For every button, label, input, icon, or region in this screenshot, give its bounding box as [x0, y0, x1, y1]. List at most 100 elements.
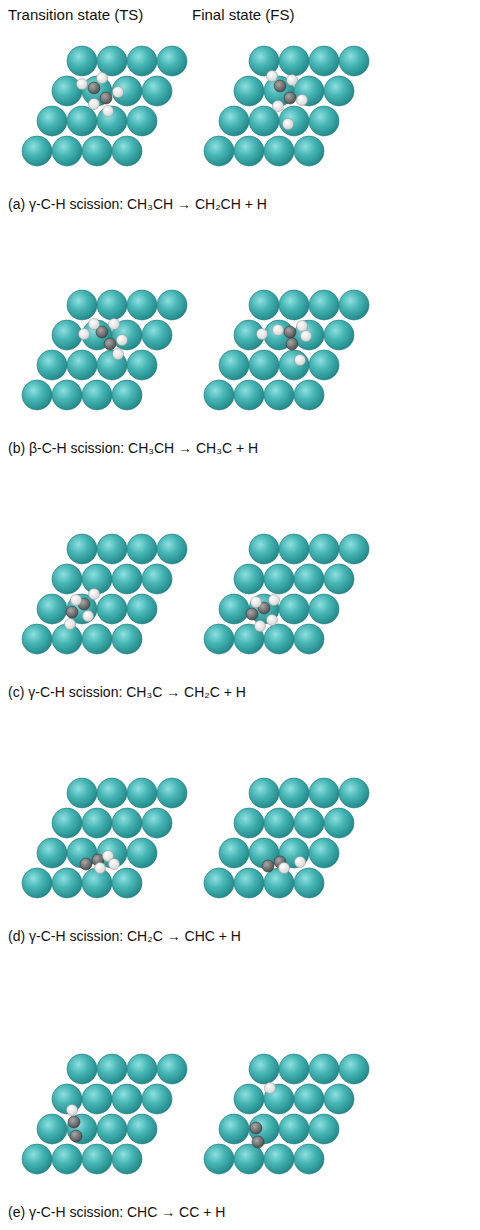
hydrogen-atom [95, 863, 106, 874]
panel-caption: (b) β-C-H scission: CH₃CH → CH₃C + H [8, 440, 258, 456]
metal-atom [219, 350, 249, 380]
metal-atom [142, 808, 172, 838]
transition-state-model [22, 46, 187, 166]
metal-atom [219, 1114, 249, 1144]
metal-atom [127, 778, 157, 808]
metal-atom [339, 534, 369, 564]
hydrogen-atom [273, 101, 284, 112]
metal-atom [112, 136, 142, 166]
metal-atom [309, 1114, 339, 1144]
metal-atom [97, 290, 127, 320]
metal-atom [279, 46, 309, 76]
metal-atom [279, 290, 309, 320]
metal-atom [157, 290, 187, 320]
metal-atom [279, 534, 309, 564]
metal-atom [97, 1114, 127, 1144]
metal-atom [294, 1084, 324, 1114]
hydrogen-atom [283, 119, 294, 130]
carbon-atom [284, 326, 296, 338]
metal-atom [234, 564, 264, 594]
transition-state-model [22, 1054, 187, 1174]
metal-atom [294, 136, 324, 166]
metal-atom [157, 1054, 187, 1084]
hydrogen-atom [273, 325, 284, 336]
metal-atom [82, 808, 112, 838]
column-heading: Transition state (TS) [8, 6, 143, 23]
metal-atom [112, 808, 142, 838]
metal-atom [249, 290, 279, 320]
hydrogen-atom [297, 321, 308, 332]
hydrogen-atom [295, 355, 306, 366]
hydrogen-atom [265, 1083, 276, 1094]
metal-atom [112, 868, 142, 898]
hydrogen-atom [255, 621, 266, 632]
metal-atom [82, 1084, 112, 1114]
metal-atom [279, 778, 309, 808]
metal-atom [279, 350, 309, 380]
hydrogen-atom [79, 329, 90, 340]
metal-atom [294, 564, 324, 594]
metal-atom [234, 76, 264, 106]
metal-atom [339, 46, 369, 76]
carbon-atom [250, 1122, 262, 1134]
hydrogen-atom [103, 106, 114, 117]
metal-atom [234, 136, 264, 166]
hydrogen-atom [71, 595, 82, 606]
metal-atom [127, 838, 157, 868]
hydrogen-atom [109, 319, 120, 330]
metal-atom [97, 46, 127, 76]
metal-atom [97, 778, 127, 808]
hydrogen-atom [267, 615, 278, 626]
metal-atom [52, 380, 82, 410]
metal-atom [52, 868, 82, 898]
metal-atom [112, 76, 142, 106]
metal-atom [204, 868, 234, 898]
metal-atom [67, 534, 97, 564]
metal-atom [264, 380, 294, 410]
final-state-model [204, 290, 369, 410]
carbon-atom [262, 860, 274, 872]
metal-atom [264, 1144, 294, 1174]
hydrogen-atom [279, 863, 290, 874]
metal-atom [264, 868, 294, 898]
metal-atom [264, 808, 294, 838]
carbon-atom [246, 608, 258, 620]
hydrogen-atom [287, 75, 298, 86]
hydrogen-atom [89, 99, 100, 110]
metal-atom [82, 380, 112, 410]
metal-atom [97, 534, 127, 564]
metal-atom [82, 1144, 112, 1174]
panel-caption: (d) γ-C-H scission: CH₂C → CHC + H [8, 928, 241, 944]
metal-atom [67, 46, 97, 76]
hydrogen-atom [89, 319, 100, 330]
metal-atom [67, 1114, 97, 1144]
metal-atom [324, 564, 354, 594]
metal-atom [264, 564, 294, 594]
metal-atom [22, 868, 52, 898]
carbon-atom [66, 606, 78, 618]
metal-atom [324, 320, 354, 350]
metal-atom [264, 136, 294, 166]
final-state-model [204, 534, 369, 654]
metal-atom [309, 350, 339, 380]
metal-atom [339, 778, 369, 808]
metal-atom [339, 290, 369, 320]
metal-atom [294, 808, 324, 838]
metal-atom [157, 46, 187, 76]
carbon-atom [274, 80, 286, 92]
metal-atom [52, 808, 82, 838]
metal-atom [309, 1054, 339, 1084]
carbon-atom [68, 1116, 80, 1128]
metal-atom [67, 350, 97, 380]
column-heading: Final state (FS) [192, 6, 295, 23]
metal-atom [234, 868, 264, 898]
carbon-atom [100, 92, 112, 104]
metal-atom [234, 1144, 264, 1174]
metal-atom [219, 106, 249, 136]
carbon-atom [286, 338, 298, 350]
hydrogen-atom [113, 349, 124, 360]
metal-atom [309, 838, 339, 868]
metal-atom [309, 46, 339, 76]
metal-atom [309, 290, 339, 320]
metal-atom [249, 1054, 279, 1084]
